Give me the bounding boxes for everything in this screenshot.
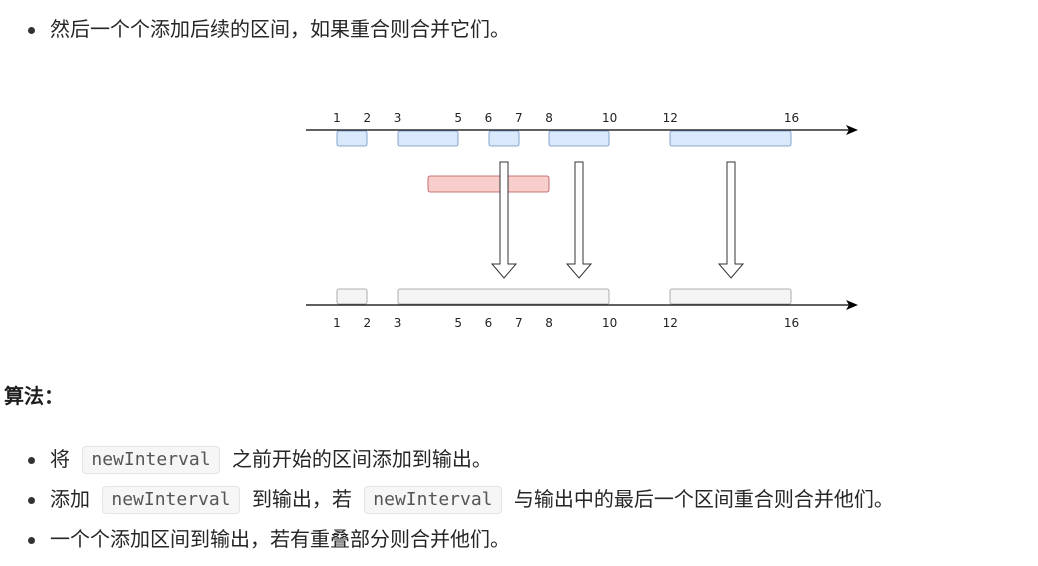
bottom-axis-tick-label: 3 [394, 316, 402, 330]
interval-8-10 [548, 130, 610, 147]
bottom-axis-arrowhead [846, 300, 858, 310]
intro-bullet-item: 然后一个个添加后续的区间，如果重合则合并它们。 [0, 14, 510, 44]
bottom-axis-tick-label: 12 [663, 316, 678, 330]
top-axis-tick-label: 3 [394, 111, 402, 125]
top-axis-arrowhead [846, 125, 858, 135]
step-text: 到输出，若 [251, 487, 352, 511]
bottom-axis-tick-label: 16 [784, 316, 799, 330]
interval-6-7 [488, 130, 520, 147]
top-axis-tick-label: 1 [333, 111, 341, 125]
algorithm-bullet-list: 将 newInterval 之前开始的区间添加到输出。 添加 newInterv… [0, 444, 894, 564]
interval-1-2 [336, 130, 368, 147]
top-axis-tick-label: 6 [485, 111, 493, 125]
bottom-axis-tick-label: 2 [363, 316, 371, 330]
step-text: 之前开始的区间添加到输出。 [231, 447, 492, 471]
bullet-dot [28, 457, 35, 464]
inline-code: newInterval [364, 486, 502, 514]
merge-arrow-icon [490, 161, 518, 279]
bullet-dot [28, 537, 35, 544]
step-text: 添加 [50, 487, 90, 511]
intro-bullet-list: 然后一个个添加后续的区间，如果重合则合并它们。 [0, 14, 510, 44]
top-axis-tick-label: 5 [454, 111, 462, 125]
bottom-axis-tick-label: 5 [454, 316, 462, 330]
bottom-axis-tick-label: 6 [485, 316, 493, 330]
step-text: 一个个添加区间到输出，若有重叠部分则合并他们。 [50, 527, 510, 551]
inline-code: newInterval [82, 446, 220, 474]
top-axis-tick-label: 16 [784, 111, 799, 125]
top-axis-tick-label: 10 [602, 111, 617, 125]
top-axis-tick-label: 2 [363, 111, 371, 125]
top-axis-tick-label: 12 [663, 111, 678, 125]
bottom-axis-tick-label: 8 [545, 316, 553, 330]
result-interval-3-10 [397, 288, 610, 305]
interval-3-5 [397, 130, 459, 147]
new-interval [427, 175, 550, 193]
bottom-axis-tick-label: 10 [602, 316, 617, 330]
intro-bullet-text: 然后一个个添加后续的区间，如果重合则合并它们。 [50, 17, 510, 41]
merge-arrow-icon [565, 161, 593, 279]
algorithm-heading: 算法： [4, 384, 64, 408]
algorithm-step-3: 一个个添加区间到输出，若有重叠部分则合并他们。 [0, 524, 894, 554]
result-interval-12-16 [669, 288, 792, 305]
bottom-axis-tick-label: 7 [515, 316, 523, 330]
inline-code: newInterval [102, 486, 240, 514]
bullet-dot [28, 497, 35, 504]
result-interval-1-2 [336, 288, 368, 305]
step-text: 与输出中的最后一个区间重合则合并他们。 [513, 487, 894, 511]
algorithm-step-2: 添加 newInterval 到输出，若 newInterval 与输出中的最后… [0, 484, 894, 514]
step-text: 将 [50, 447, 70, 471]
bullet-dot [28, 27, 35, 34]
top-axis-tick-label: 7 [515, 111, 523, 125]
interval-12-16 [669, 130, 792, 147]
algorithm-step-1: 将 newInterval 之前开始的区间添加到输出。 [0, 444, 894, 474]
top-axis-tick-label: 8 [545, 111, 553, 125]
bottom-axis-tick-label: 1 [333, 316, 341, 330]
merge-arrow-icon [717, 161, 745, 279]
